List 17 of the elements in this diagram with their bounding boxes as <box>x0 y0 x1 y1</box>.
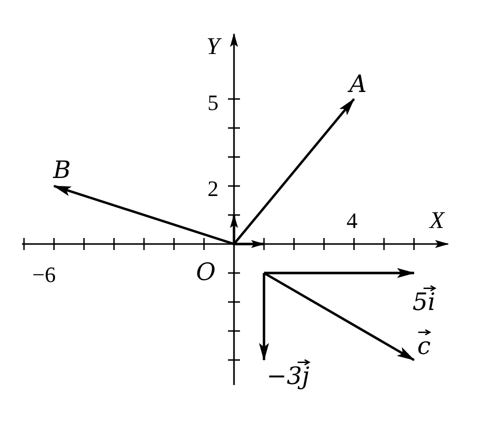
vector-arrow <box>233 98 355 245</box>
point-label: A <box>349 66 367 98</box>
point-label: O <box>196 241 234 284</box>
tick-label: 4 <box>346 206 358 234</box>
tick-label: 5 <box>208 88 218 116</box>
point-label: B <box>53 152 71 184</box>
axis-label: X <box>430 206 444 234</box>
vector-arrow <box>263 272 415 362</box>
point-label: −3j <box>266 358 310 390</box>
tick-label: −6 <box>32 260 56 288</box>
point-label: c <box>417 328 431 360</box>
point-label: 5i <box>412 284 436 316</box>
vector-arrow <box>264 268 415 278</box>
tick-label: 2 <box>208 174 218 202</box>
vector-arrow <box>259 273 269 361</box>
axis-label: Y <box>206 32 220 60</box>
vector-arrow <box>53 184 234 246</box>
